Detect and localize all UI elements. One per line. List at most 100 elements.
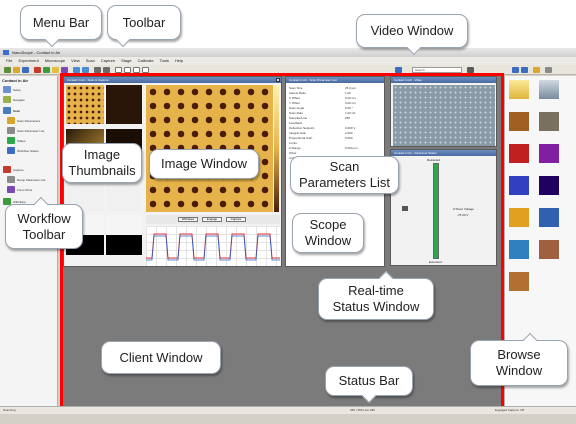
engage-button[interactable]: Engage (202, 217, 222, 222)
withdraw-icon[interactable] (43, 67, 50, 73)
workflow-item-scan-parameter-list[interactable]: Scan Parameter List (17, 129, 45, 133)
browse-thumb-9[interactable] (509, 240, 529, 259)
save-icon[interactable] (22, 67, 29, 73)
search-icon[interactable] (467, 67, 474, 73)
menu-item-calibrate[interactable]: Calibrate (137, 58, 154, 63)
menu-item-scan[interactable]: Scan (85, 58, 95, 63)
scan-parameters-icon[interactable] (7, 117, 15, 124)
browse-forward-icon[interactable] (521, 67, 528, 73)
window-tile-icon[interactable] (115, 67, 122, 73)
video-window-title: Contact in Air - Video (391, 77, 496, 83)
workflow-item-status[interactable]: Status (17, 139, 26, 143)
video-feed[interactable] (393, 85, 495, 146)
frame-up-icon[interactable] (73, 67, 80, 73)
browse-thumb-3[interactable] (509, 144, 529, 163)
callout-pointer (115, 32, 131, 48)
withdraw-icon[interactable] (3, 198, 11, 205)
browse-thumb-2[interactable] (539, 112, 559, 131)
menu-item-view[interactable]: View (71, 58, 80, 63)
workflow-item-workflow-status[interactable]: Workflow Status (17, 149, 39, 153)
parameter-list-icon[interactable] (7, 127, 15, 134)
window-grid-icon[interactable] (133, 67, 140, 73)
setup-icon[interactable] (3, 86, 11, 93)
param-group[interactable]: Feedback (289, 121, 303, 125)
frame-down-icon[interactable] (82, 67, 89, 73)
zoom-icon[interactable] (94, 67, 101, 73)
browse-folder-icon[interactable] (533, 67, 540, 73)
capture-icon[interactable] (61, 67, 68, 73)
menu-item-experiment[interactable]: Experiment (18, 58, 39, 63)
file-icon[interactable] (539, 80, 559, 99)
menu-item-capture[interactable]: Capture (100, 58, 116, 63)
image-thumbnail-2[interactable] (106, 85, 142, 124)
scan-icon[interactable] (3, 107, 11, 114)
engage-icon[interactable] (34, 67, 41, 73)
realtime-status-window: Contact in Air - Real-time Status Retrac… (390, 149, 497, 266)
capture-button[interactable]: Capture (226, 217, 246, 222)
browse-view-icon[interactable] (545, 67, 552, 73)
callout-menu-bar-text: Menu Bar (32, 14, 90, 30)
browse-thumb-6[interactable] (539, 176, 559, 195)
image-thumbnail-8[interactable] (106, 215, 142, 255)
workflow-item-scan-parameters[interactable]: Scan Parameters (17, 119, 41, 123)
browse-thumb-10[interactable] (539, 240, 559, 259)
image-thumbnail-1[interactable] (66, 85, 104, 124)
menu-item-file[interactable]: File (6, 58, 13, 63)
ramp-list-icon[interactable] (7, 176, 15, 183)
menu-item-stage[interactable]: Stage (121, 58, 132, 63)
scope-window (146, 226, 280, 266)
param-group[interactable]: Other (289, 151, 297, 155)
window-list-icon[interactable] (142, 67, 149, 73)
z-piezo-gauge (433, 163, 439, 259)
browse-thumb-1[interactable] (509, 112, 529, 131)
workflow-item-setup[interactable]: Setup (13, 88, 21, 92)
offset-icon[interactable] (103, 67, 110, 73)
workflow-item-ramp-parameter-list[interactable]: Ramp Parameter List (17, 178, 46, 182)
search-input[interactable]: Search (412, 67, 462, 73)
callout-image-window: Image Window (149, 149, 259, 179)
window-cascade-icon[interactable] (124, 67, 131, 73)
scope-trace (146, 233, 280, 261)
browse-icon[interactable] (395, 67, 402, 73)
browse-thumb-11[interactable] (509, 272, 529, 291)
browse-thumb-4[interactable] (539, 144, 559, 163)
scan-icon[interactable] (52, 67, 59, 73)
workflow-item-withdraw[interactable]: Withdraw (13, 200, 26, 204)
close-icon[interactable] (276, 78, 280, 82)
force-plots-icon[interactable] (7, 186, 15, 193)
menu-item-microscope[interactable]: Microscope (44, 58, 66, 63)
browse-thumb-7[interactable] (509, 208, 529, 227)
browse-thumb-8[interactable] (539, 208, 559, 227)
workflow-item-force-plots[interactable]: Force Plots (17, 188, 33, 192)
workflow-status-icon[interactable] (7, 147, 15, 154)
navigate-icon[interactable] (3, 96, 11, 103)
param-group[interactable]: Limits (289, 141, 297, 145)
afm-image-view[interactable] (146, 85, 273, 212)
browse-thumb-5[interactable] (509, 176, 529, 195)
open-folder-icon[interactable] (13, 67, 20, 73)
new-experiment-icon[interactable] (4, 67, 11, 73)
menu-item-tools[interactable]: Tools (159, 58, 169, 63)
workflow-item-navigate[interactable]: Navigate (13, 98, 25, 102)
menu-bar: File Experiment Microscope View Scan Cap… (0, 57, 576, 65)
withdraw-button[interactable]: Withdraw (178, 217, 198, 222)
capture-icon[interactable] (3, 166, 11, 173)
menu-item-help[interactable]: Help (174, 58, 184, 63)
browse-back-icon[interactable] (512, 67, 519, 73)
workflow-item-capture[interactable]: Capture (13, 168, 24, 172)
callout-client-window-text: Client Window (119, 349, 203, 365)
workflow-item-scan[interactable]: Scan (13, 109, 21, 113)
folder-icon[interactable] (509, 80, 529, 99)
status-icon[interactable] (7, 137, 15, 144)
